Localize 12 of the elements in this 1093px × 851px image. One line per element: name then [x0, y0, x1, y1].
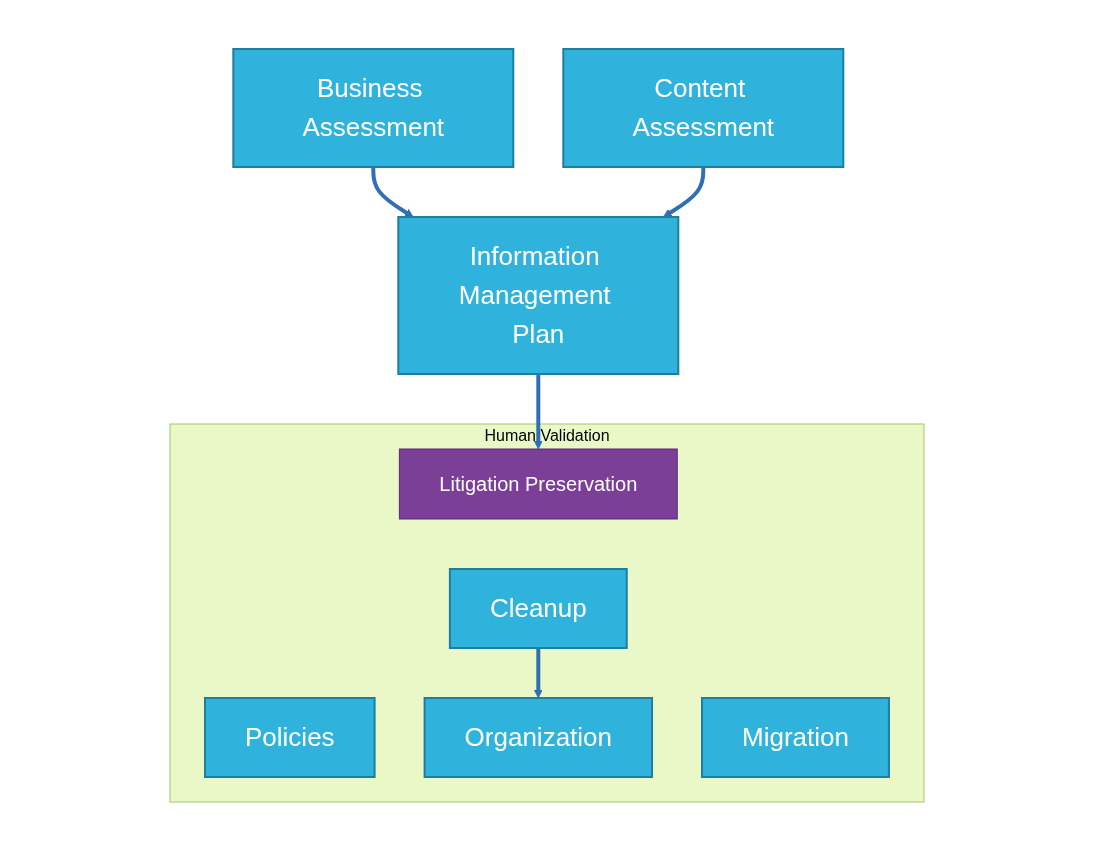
arrow [662, 167, 705, 218]
node-box: Cleanup [448, 568, 628, 649]
node-box: Policies [203, 697, 376, 778]
node-box: Migration [700, 697, 890, 778]
node-box: Litigation Preservation [398, 448, 678, 520]
arrow [370, 167, 414, 218]
node-box: Information Management Plan [396, 216, 679, 375]
arrow [533, 374, 543, 450]
arrow [533, 648, 543, 699]
node-box: Business Assessment [231, 48, 514, 168]
node-box: Organization [423, 697, 653, 778]
node-box: Content Assessment [561, 48, 844, 168]
